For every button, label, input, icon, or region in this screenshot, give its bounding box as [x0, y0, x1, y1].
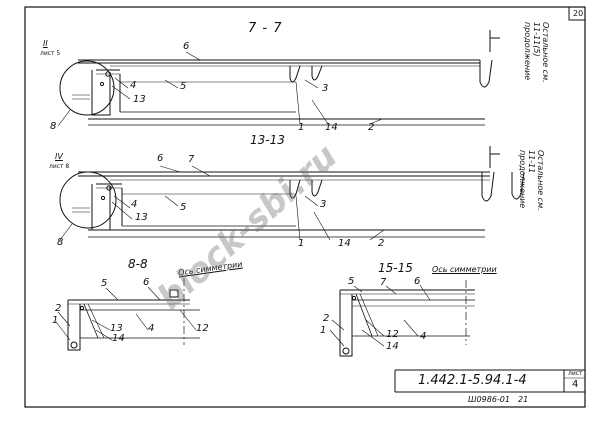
label-s1313-3: 3: [320, 199, 327, 210]
section-13-13-drawing: [59, 146, 525, 241]
label-s77-4: 4: [130, 80, 137, 91]
label-s77-3: 3: [322, 83, 329, 94]
label-s1515-4: 4: [420, 331, 427, 342]
sheet-label: лист: [568, 370, 583, 377]
label-s77-2: 2: [368, 122, 375, 133]
page-number: 20: [573, 9, 584, 18]
label-s88-14: 14: [112, 333, 125, 344]
label-s1515-12: 12: [386, 329, 399, 340]
detail-marker-ii-sheet: лист 5: [40, 50, 61, 57]
label-s77-14: 14: [325, 122, 338, 133]
label-s1515-2: 2: [323, 313, 330, 324]
label-s77-13: 13: [133, 94, 146, 105]
label-s77-8: 8: [50, 121, 57, 132]
section-8-8-drawing: [55, 278, 200, 351]
detail-marker-ii: II: [43, 39, 48, 48]
section-title-13-13: 13-13: [250, 133, 285, 147]
label-s1313-13: 13: [135, 212, 148, 223]
label-s1515-5: 5: [348, 276, 355, 287]
section-15-15-drawing: [329, 280, 475, 357]
label-s1313-14: 14: [338, 238, 351, 249]
section-title-15-15: 15-15: [378, 261, 413, 275]
section-7-7-drawing: [57, 30, 500, 127]
detail-marker-iv-sheet: лист 8: [49, 163, 70, 170]
label-s1313-5: 5: [180, 202, 187, 213]
label-s1313-7: 7: [188, 154, 195, 165]
note-s1313-continuation: Остальное см. 11-11 продолжение: [518, 150, 545, 211]
label-s1313-8: 8: [57, 237, 64, 248]
label-s1313-2: 2: [378, 238, 385, 249]
note-s77-continuation: Остальное см. 11-11(5) продолжение: [523, 22, 550, 83]
label-s1313-4: 4: [131, 199, 138, 210]
label-s88-1: 1: [52, 315, 59, 326]
sheet-number: 4: [572, 379, 579, 390]
section-title-7-7: 7 - 7: [248, 21, 283, 36]
label-s77-6: 6: [183, 41, 190, 52]
label-s88-5: 5: [101, 278, 108, 289]
label-s77-1: 1: [298, 122, 305, 133]
archive-number: Ш0986-01: [468, 395, 510, 404]
label-s88-12: 12: [196, 323, 209, 334]
detail-marker-iv: IV: [55, 152, 63, 161]
axis-note-s1515: Ось симметрии: [432, 265, 497, 274]
label-s1515-6: 6: [414, 276, 421, 287]
label-s1515-14: 14: [386, 341, 399, 352]
footer-number: 21: [518, 395, 529, 404]
label-s1515-1: 1: [320, 325, 327, 336]
title-block-lines: [394, 369, 585, 393]
label-s1313-6: 6: [157, 153, 164, 164]
label-s1515-7: 7: [380, 277, 387, 288]
section-title-8-8: 8-8: [128, 257, 148, 271]
label-s1313-1: 1: [298, 238, 305, 249]
label-s77-5: 5: [180, 81, 187, 92]
label-s88-4: 4: [148, 323, 155, 334]
label-s88-13: 13: [110, 323, 123, 334]
label-s88-2: 2: [55, 303, 62, 314]
label-s88-6: 6: [143, 277, 150, 288]
document-code: 1.442.1-5.94.1-4: [418, 373, 527, 388]
